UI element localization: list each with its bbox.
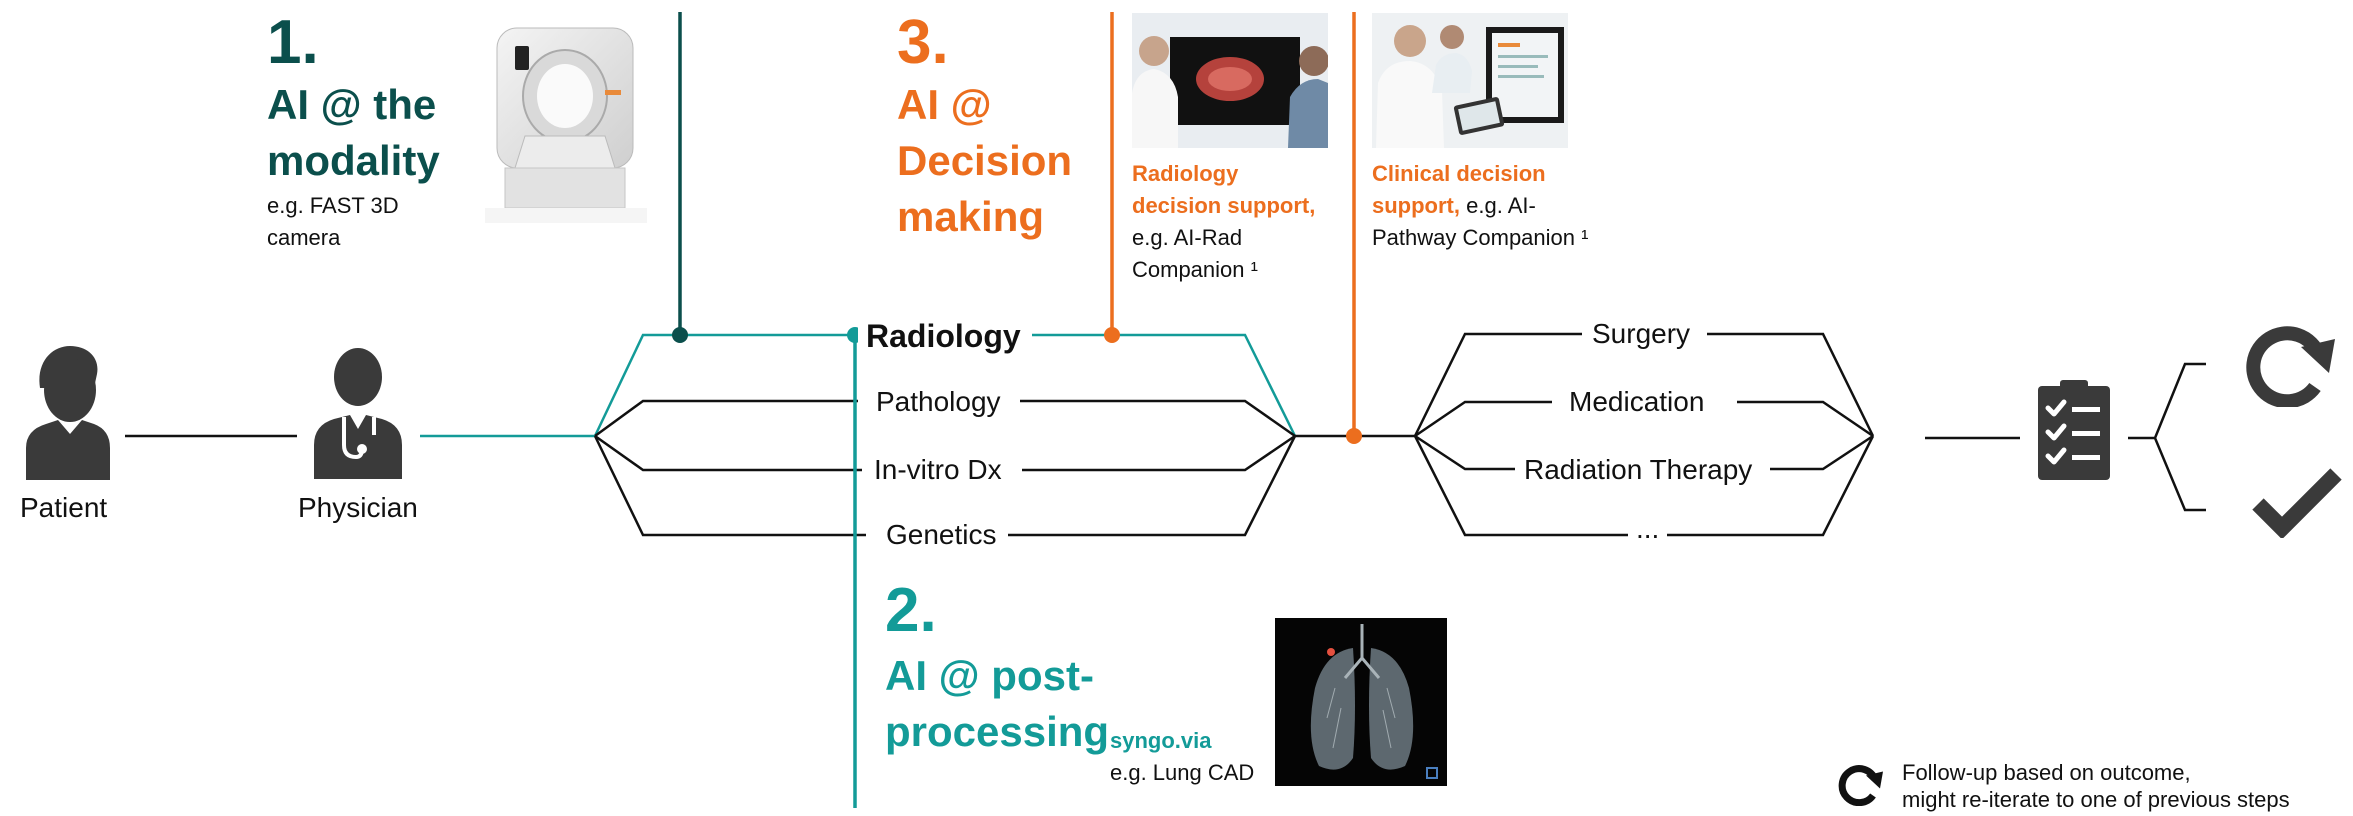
step-2-brand: syngo.via: [1110, 728, 1212, 753]
therapy-surgery: Surgery: [1584, 317, 1699, 351]
modality-marker-dot: [672, 327, 688, 343]
step-2-title-line1: AI @ post-: [885, 652, 1094, 699]
step-1-desc-line2: camera: [267, 225, 341, 250]
radiology-support-bold-line2: decision support,: [1132, 193, 1316, 218]
step-1-title-line2: modality: [267, 137, 440, 184]
medication-branch-left: [1414, 400, 1552, 438]
ct-scanner-image: [485, 27, 647, 223]
step-3-number: 3.: [897, 8, 949, 77]
step-2-number: 2.: [885, 576, 937, 645]
clinical-support-line3: Pathway Companion ¹: [1372, 225, 1589, 250]
other-branch-right: [1662, 435, 1875, 537]
radiation-branch-right: [1770, 434, 1874, 471]
invitro-branch-left: [594, 434, 862, 472]
diagnostic-radiology: Radiology: [858, 316, 1029, 356]
clinical-support-bold-line1: Clinical decision: [1372, 161, 1546, 186]
radiology-support-marker-dot: [1104, 327, 1120, 343]
physician-label: Physician: [298, 492, 418, 523]
checkmark-icon: [2252, 468, 2342, 538]
step-3-title-line2: Decision: [897, 137, 1073, 184]
radiology-branch-right: [1032, 333, 1297, 437]
therapy-other: ...: [1628, 512, 1668, 546]
step-2-desc: e.g. Lung CAD: [1110, 760, 1255, 785]
invitro-branch-right: [1022, 434, 1296, 472]
clinical-support-marker-dot: [1346, 428, 1362, 444]
legend-refresh-icon: [1838, 765, 1883, 806]
diagnostic-genetics: Genetics: [878, 518, 1005, 552]
step-1-desc-line1: e.g. FAST 3D: [267, 193, 399, 218]
genetics-branch-right: [1008, 435, 1297, 537]
surgery-branch-left: [1413, 332, 1582, 437]
diagnostic-pathology: Pathology: [868, 385, 1009, 419]
radiation-branch-left: [1414, 434, 1515, 471]
radiology-branch-left: [593, 333, 850, 437]
step-2-title-line2: processing: [885, 708, 1110, 755]
radiology-support-line3: e.g. AI-Rad: [1132, 225, 1243, 250]
refresh-icon: [2246, 326, 2335, 407]
legend-line2: might re-iterate to one of previous step…: [1902, 787, 2290, 812]
other-branch-left: [1413, 435, 1628, 537]
clinical-support-bold-line2: support,: [1372, 193, 1460, 218]
checklist-icon: [2038, 380, 2110, 480]
physician-icon: [314, 348, 402, 479]
clinical-support-line2-rest: e.g. AI-: [1460, 193, 1536, 218]
patient-icon: [26, 346, 110, 480]
lung-scan-image: [1275, 618, 1447, 786]
medication-branch-right: [1737, 400, 1874, 438]
diagnostic-invitro: In-vitro Dx: [866, 453, 1010, 487]
pathology-branch-left: [594, 399, 858, 438]
step-1-title-line1: AI @ the: [267, 81, 437, 128]
step-3-title-line3: making: [897, 193, 1045, 240]
clinical-support-line2: support, e.g. AI-: [1372, 190, 1536, 222]
patient-label: Patient: [20, 492, 108, 523]
outcome-bracket: [2128, 362, 2206, 512]
therapy-radiation: Radiation Therapy: [1516, 453, 1761, 487]
surgery-branch-right: [1707, 332, 1875, 437]
pathology-branch-right: [1020, 399, 1296, 438]
step-3-title-line1: AI @: [897, 81, 992, 128]
radiology-support-line4: Companion ¹: [1132, 257, 1258, 282]
clinical-support-photo: [1372, 13, 1568, 148]
therapy-medication: Medication: [1561, 385, 1713, 419]
genetics-branch-left: [593, 435, 866, 537]
legend-line1: Follow-up based on outcome,: [1902, 760, 2191, 785]
radiology-support-photo: [1132, 13, 1328, 148]
radiology-support-bold-line1: Radiology: [1132, 161, 1239, 186]
step-1-number: 1.: [267, 8, 319, 77]
